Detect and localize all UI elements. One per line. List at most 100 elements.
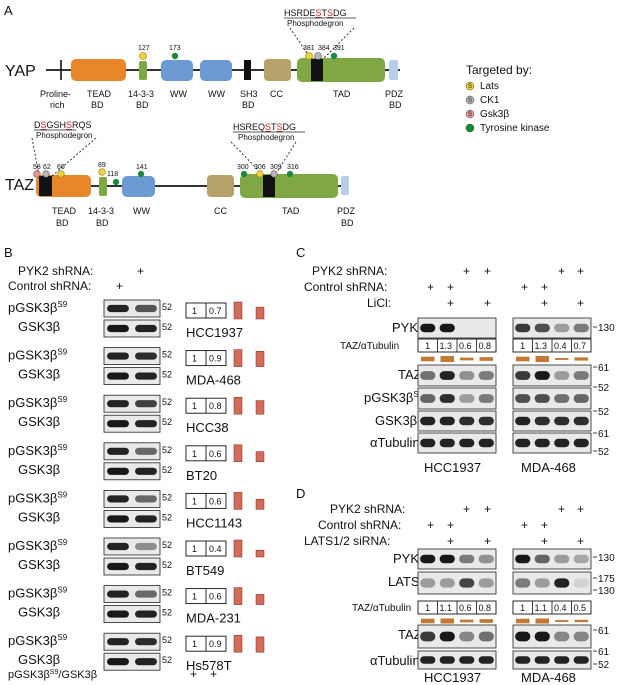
taz-site-316: 316 [287, 164, 299, 171]
western-blot-band [135, 562, 157, 571]
mw-marker-52: 52 [162, 370, 172, 380]
western-blot-band [515, 656, 531, 664]
cell-line-name: Hs578T [186, 658, 232, 673]
western-blot-hcc1937 [417, 548, 497, 570]
pgsk3b-label: pGSK3βS9 [8, 538, 68, 553]
ratio-bar-control [233, 492, 243, 510]
taz-site-66: 66 [57, 164, 65, 171]
western-blot-mda468 [512, 364, 592, 387]
yap-label-1433-bd: BD [136, 100, 149, 110]
panel-d-blots: PYK2 shRNA:Control shRNA:LATS1/2 siRNA:+… [304, 502, 615, 685]
legend-item-label: Lats [480, 81, 499, 92]
ratio-bar [574, 357, 588, 361]
blot-label: pGSK3βS9 [364, 390, 424, 405]
western-blot-band [135, 590, 157, 598]
condition-plus: + [558, 264, 565, 278]
western-blot-band [554, 394, 570, 403]
western-blot-band [135, 420, 157, 428]
cell-line-name: MDA-231 [186, 611, 241, 626]
legend-item-label: CK1 [480, 95, 500, 106]
legend-item-label: Tyrosine kinase [480, 123, 550, 134]
condition-plus: + [521, 280, 528, 294]
condition-plus: + [577, 534, 584, 548]
taz-left-callout-line-b [51, 137, 97, 177]
western-blot-band [554, 578, 570, 588]
ratio-bar [516, 356, 530, 362]
cell-line-name: HCC1937 [424, 460, 481, 475]
western-blot-band [573, 631, 589, 642]
ratio-control-value: 1 [192, 639, 197, 649]
western-blot-band [107, 590, 129, 598]
ratio-label: TAZ/αTubulin [352, 603, 411, 614]
ratio-value: 1 [425, 603, 430, 613]
yap-label-tead: TEAD [87, 89, 112, 99]
western-blot-band [107, 352, 129, 360]
ratio-knockdown-value: 0.7 [209, 306, 222, 316]
western-blot-hcc1937 [417, 410, 497, 432]
mw-marker-52: 52 [162, 540, 172, 550]
condition-plus: + [521, 518, 528, 532]
western-blot-band [554, 656, 570, 664]
ratio-value: 0.8 [478, 341, 491, 351]
ratio-value: 1.3 [534, 341, 547, 351]
western-blot-hcc1937 [417, 624, 497, 649]
western-blot-band [478, 631, 494, 642]
blot-label: PYK2 [392, 320, 425, 335]
pgsk3b-label: pGSK3βS9 [8, 395, 68, 410]
taz-label-pdz: PDZ [337, 206, 356, 216]
ratio-bar-knockdown [255, 306, 265, 320]
gsk3b-label: GSK3β [18, 652, 60, 667]
mw-marker: 52 [598, 407, 610, 418]
condition-plus: + [558, 502, 565, 516]
western-blot-hcc1937 [417, 571, 497, 595]
yap-label-tad: TAD [333, 89, 351, 99]
pgsk3b-blot [103, 585, 161, 603]
gsk3b-label: GSK3β [18, 509, 60, 524]
western-blot-band [478, 554, 494, 564]
western-blot-band [534, 394, 550, 403]
cell-line-name: HCC38 [186, 420, 229, 435]
western-blot-band [459, 416, 475, 426]
ratio-value: 1.3 [439, 341, 452, 351]
western-blot-band [573, 554, 589, 564]
condition-plus: + [484, 296, 491, 310]
taz-ww-domain [122, 176, 155, 197]
ratio-bar-knockdown [255, 451, 265, 463]
taz-site-300: 300 [237, 164, 249, 171]
yap-label-proline: Proline- [40, 89, 71, 99]
western-blot-band [439, 578, 455, 588]
condition-row-label: PYK2 shRNA: [330, 502, 405, 516]
condition-plus: + [484, 264, 491, 278]
yap-site-384: 384 [318, 45, 330, 52]
condition-plus: + [484, 534, 491, 548]
yap-site-173: 173 [169, 45, 181, 52]
panel-b-pyk2-row-label: PYK2 shRNA: [18, 264, 93, 278]
ratio-bar [555, 620, 569, 622]
western-blot-band [459, 371, 475, 380]
western-blot-band [420, 371, 436, 380]
mw-marker-52: 52 [162, 608, 172, 618]
taz-tyrosine-site-316-icon [286, 170, 294, 178]
blot-label: LATS1 [388, 574, 427, 589]
western-blot-band [459, 631, 475, 642]
western-blot-band [554, 438, 570, 448]
mw-marker-52: 52 [162, 445, 172, 455]
condition-plus: + [463, 502, 470, 516]
taz-diagram: TAZ DSGSHSRQS Phosphodegron HSREQSTSDG P… [5, 120, 356, 228]
ratio-knockdown-value: 0.6 [209, 496, 222, 506]
yap-label-cc: CC [270, 89, 283, 99]
panel-d-label: D [296, 486, 305, 501]
ratio-value: 0.6 [459, 603, 472, 613]
pgsk3b-label: pGSK3βS9 [8, 348, 68, 363]
yap-diagram: YAP HSRDESTSDG Phosphodegron 127 173 381… [5, 8, 404, 110]
cell-line-name: MDA-468 [521, 460, 576, 475]
ratio-value: 0.8 [478, 603, 491, 613]
pgsk3b-blot [103, 632, 161, 651]
western-blot-band [107, 610, 129, 618]
legend-title: Targeted by: [466, 63, 532, 77]
yap-name: YAP [5, 63, 36, 80]
western-blot-band [439, 371, 455, 380]
western-blot-band [515, 631, 531, 642]
